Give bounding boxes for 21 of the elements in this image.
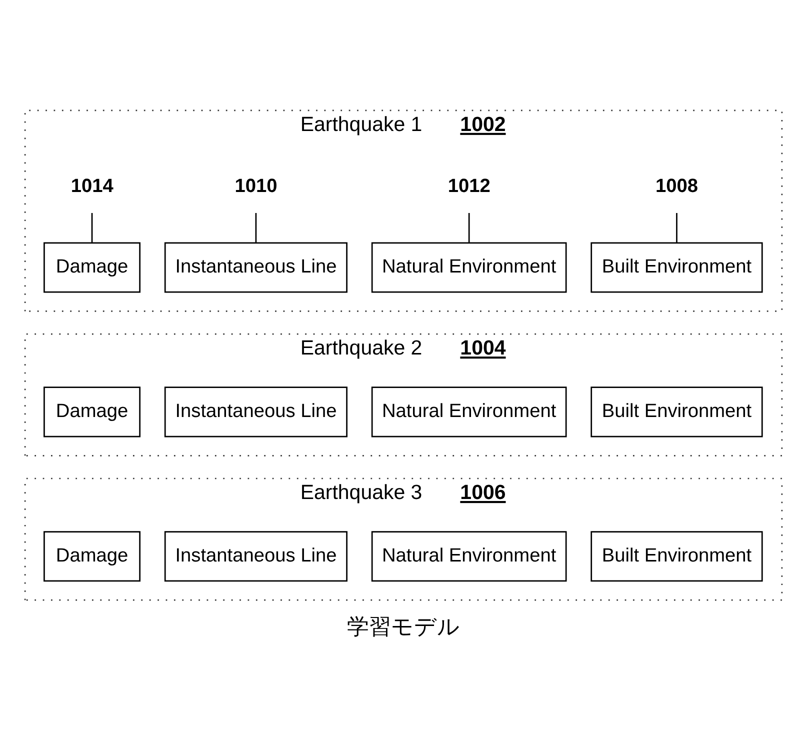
node-box: Built Environment (590, 531, 763, 582)
node-box: Built Environment (590, 242, 763, 293)
node-box: Damage (44, 386, 141, 438)
node-box: Instantaneous Line (164, 386, 348, 438)
node-box: Damage (44, 242, 141, 293)
connector (468, 213, 470, 243)
node-text: 1014 (70, 176, 114, 197)
node-text: 1012 (448, 176, 490, 197)
node-text: 1010 (234, 176, 278, 197)
connector (255, 213, 257, 243)
connector (676, 213, 678, 243)
node-box: Built Environment (590, 386, 763, 438)
node-text: 1008 (656, 176, 698, 197)
node-box: Instantaneous Line (164, 531, 348, 582)
node-box: Natural Environment (371, 386, 567, 438)
connector (91, 213, 93, 243)
node-box: Natural Environment (371, 242, 567, 293)
caption: 学習モデル (347, 614, 460, 639)
node-box: Instantaneous Line (164, 242, 348, 293)
node-box: Natural Environment (371, 531, 567, 582)
node-box: Damage (44, 531, 141, 582)
